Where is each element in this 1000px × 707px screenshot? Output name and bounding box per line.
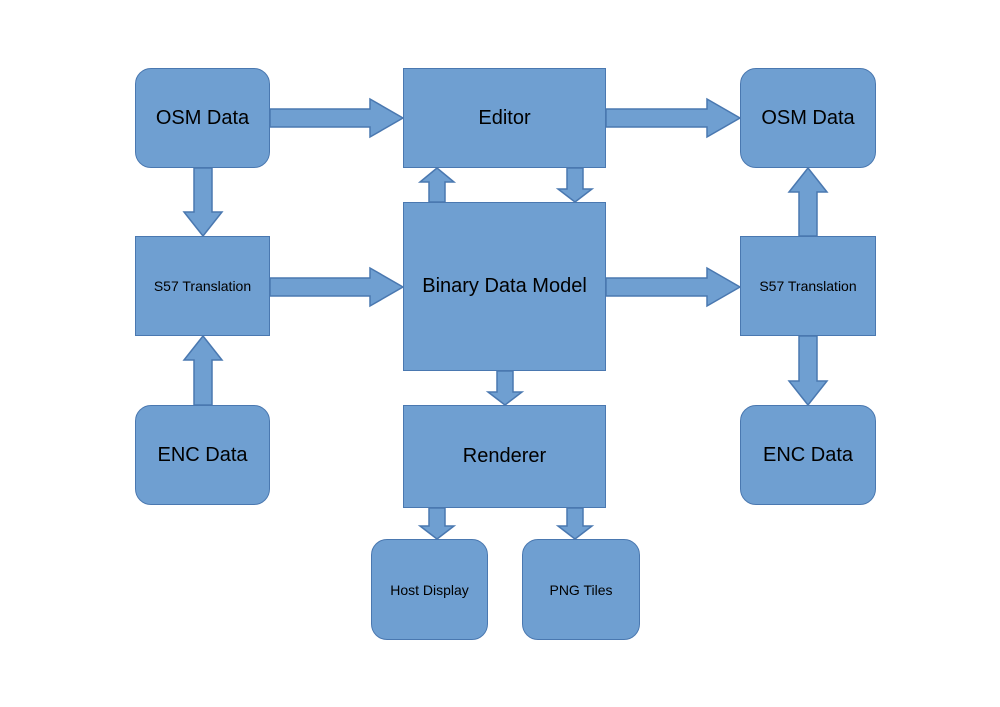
arrow-editor-to-osm-right (605, 97, 742, 139)
editor-label: Editor (478, 106, 531, 129)
s57-translation-right-node: S57 Translation (740, 236, 876, 336)
s57-translation-right-label: S57 Translation (759, 278, 857, 294)
enc-data-left-node: ENC Data (135, 405, 270, 505)
host-display-label: Host Display (390, 581, 469, 598)
binary-data-model-node: Binary Data Model (403, 202, 606, 371)
osm-data-left-node: OSM Data (135, 68, 270, 168)
osm-data-left-label: OSM Data (155, 106, 250, 129)
arrow-binary-model-to-renderer (485, 370, 525, 406)
s57-translation-left-node: S57 Translation (135, 236, 270, 336)
arrow-enc-left-to-s57-left (182, 334, 224, 406)
enc-data-right-node: ENC Data (740, 405, 876, 505)
png-tiles-label: PNG Tiles (549, 581, 613, 598)
enc-data-right-label: ENC Data (762, 443, 854, 466)
arrow-renderer-to-host-display (417, 507, 457, 540)
editor-node: Editor (403, 68, 606, 168)
osm-data-right-label: OSM Data (761, 106, 855, 129)
arrow-s57-right-to-osm-right (787, 166, 829, 237)
renderer-label: Renderer (462, 445, 547, 467)
arrow-binary-model-to-editor (417, 167, 457, 203)
arrow-renderer-to-png-tiles (555, 507, 595, 540)
s57-translation-left-label: S57 Translation (153, 278, 252, 294)
arrow-osm-left-to-s57-left (182, 167, 224, 238)
arrow-osm-left-to-editor (269, 97, 405, 139)
binary-data-model-label: Binary Data Model (422, 275, 587, 297)
host-display-node: Host Display (371, 539, 488, 640)
renderer-node: Renderer (403, 405, 606, 508)
osm-data-right-node: OSM Data (740, 68, 876, 168)
png-tiles-node: PNG Tiles (522, 539, 640, 640)
arrow-s57-right-to-enc-right (787, 335, 829, 407)
arrow-binary-model-to-s57-right (605, 266, 742, 308)
arrow-editor-to-binary-model (555, 167, 595, 203)
enc-data-left-label: ENC Data (157, 443, 248, 466)
arrow-s57-left-to-binary-model (269, 266, 405, 308)
